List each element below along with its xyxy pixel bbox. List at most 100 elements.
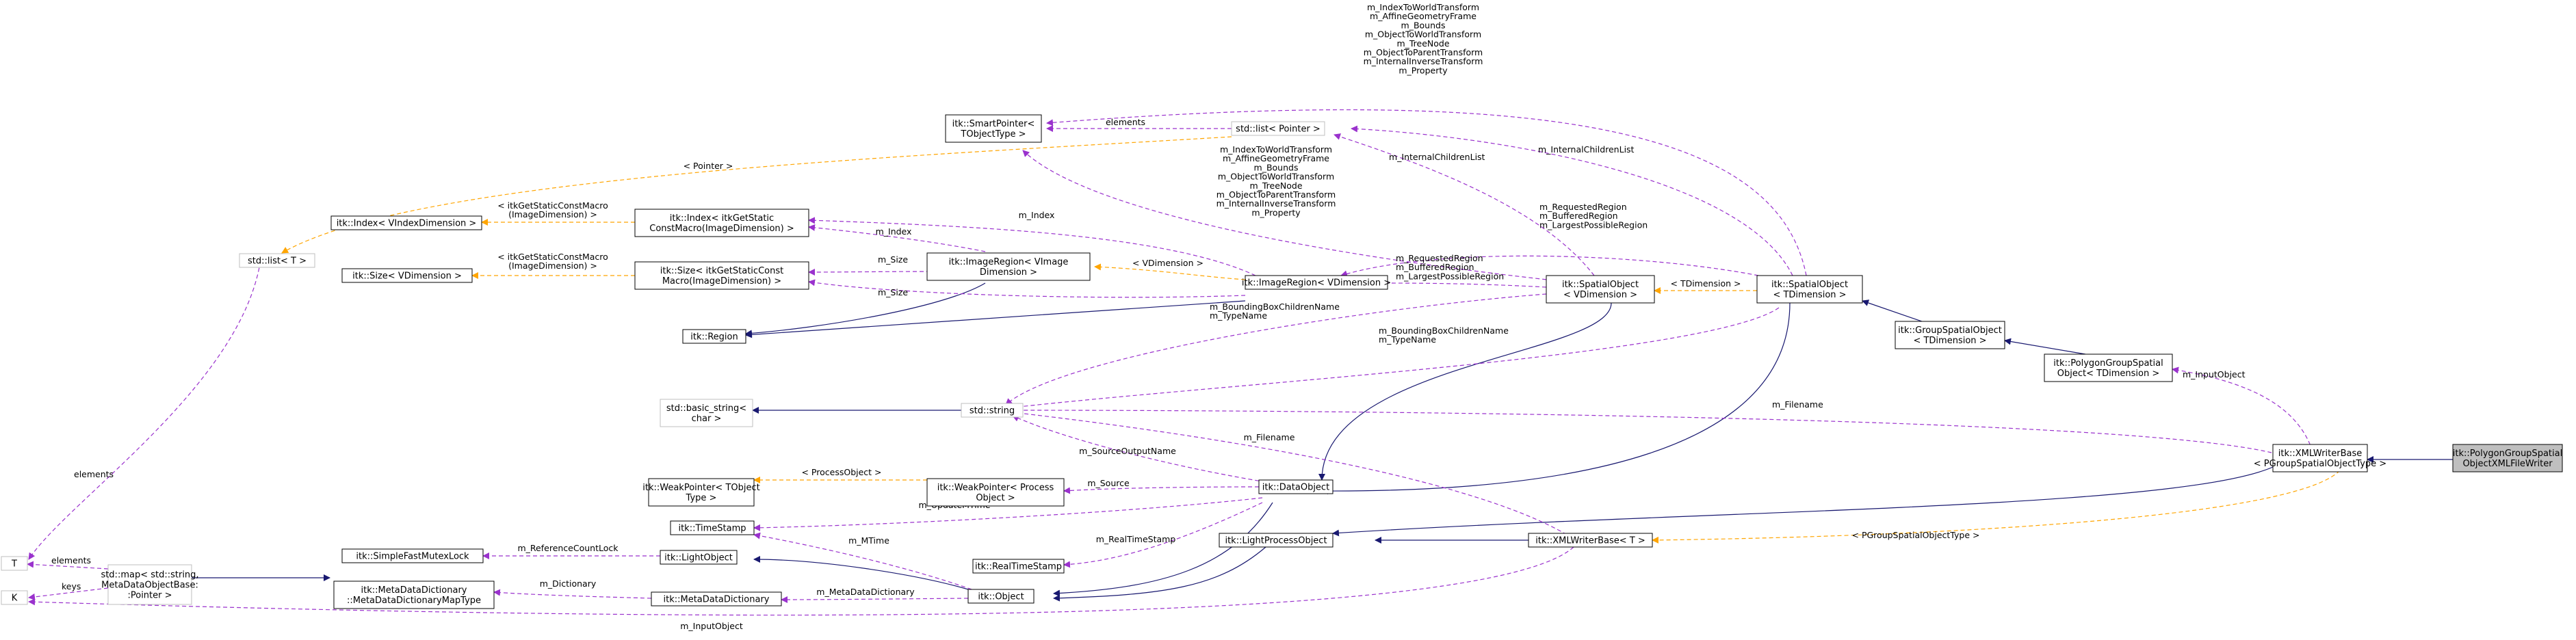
node-template-k[interactable]: K [1,590,28,605]
node-real-time-stamp[interactable]: itk::RealTimeStamp [972,559,1065,574]
edge-label-line: (ImageDimension) > [508,261,597,271]
edge-label-line: elements [51,555,91,565]
edge-label-line: m_RequestedRegion [1396,253,1483,263]
edge-label-line: keys [62,581,81,591]
node-box [967,589,1035,604]
label-vdimension: < VDimension > [1132,258,1204,268]
node-label: < TDimension > [1773,290,1846,300]
edge-label-line: m_BoundingBoxChildrenName [1379,325,1509,336]
node-std-list-pointer[interactable]: std::list< Pointer > [1231,121,1325,136]
label-size: m_Size [878,287,908,297]
node-smart-pointer[interactable]: itk::SmartPointer<TObjectType > [945,114,1042,143]
node-std-map[interactable]: std::map< std::string,MetaDataObjectBase… [101,564,199,605]
node-label: T [11,559,17,570]
edge-label-line: m_InternalChildrenList [1389,152,1485,162]
node-xml-writer-base-pgroup[interactable]: itk::XMLWriterBase< PGroupSpatialObjectT… [2254,444,2386,472]
label-elements-left: elements [74,469,114,479]
node-image-region-vdimension[interactable]: itk::ImageRegion< VDimension > [1242,275,1391,290]
node-label: TObjectType > [960,129,1026,139]
label-getstatic-index: < itkGetStaticConstMacro(ImageDimension)… [497,200,608,219]
label-realtimestamp: m_RealTimeStamp [1096,534,1176,544]
edge-use-transforms-so-t [1046,109,1807,276]
edge-use-source-output [1012,415,1266,483]
node-time-stamp[interactable]: itk::TimeStamp [670,520,755,535]
node-std-string[interactable]: std::string [961,403,1024,418]
edge-tpl-vdimension [1094,263,1246,280]
node-label: std::list< T > [248,256,307,267]
edge-use-mtime [753,532,972,590]
node-light-object[interactable]: itk::LightObject [660,550,738,565]
node-light-process-object[interactable]: itk::LightProcessObject [1219,533,1333,548]
edge-label-line: m_Size [878,287,908,297]
edge-label-line: elements [1106,117,1145,127]
edge-label-line: m_RequestedRegion [1539,202,1627,212]
node-simple-fast-mutex-lock[interactable]: itk::SimpleFastMutexLock [341,548,484,563]
edge-label-line: m_TreeNode [1249,181,1302,191]
node-polygon-group-spatial-object-xml-file-writer[interactable]: itk::PolygonGroupSpatialObjectXMLFileWri… [2452,444,2563,472]
edge-label-line: m_InternalInverseTransform [1364,56,1483,66]
node-weak-pointer-tobject[interactable]: itk::WeakPointer< TObjectType > [642,478,760,507]
node-object[interactable]: itk::Object [967,589,1035,604]
edge-label-line: m_InternalChildrenList [1538,144,1635,155]
edge-label-line: m_ObjectToWorldTransform [1218,172,1334,182]
edge-use-regions-so-v [1368,280,1547,288]
node-size-vdimension[interactable]: itk::Size< VDimension > [341,268,473,283]
node-box [333,581,495,609]
node-spatial-object-vdimension[interactable]: itk::SpatialObject< VDimension > [1546,275,1655,304]
edge-use-regions-so-t [1340,255,1759,278]
node-box [1231,121,1325,136]
edge-label-line: m_TypeName [1379,334,1436,345]
node-spatial-object-tdimension[interactable]: itk::SpatialObject< TDimension > [1756,275,1863,304]
edge-label-line: < PGroupSpatialObjectType > [1852,530,1980,540]
node-box [341,268,473,283]
edge-tpl-pointer [281,136,1232,254]
edge-label-line: m_Property [1398,65,1448,75]
node-region[interactable]: itk::Region [682,329,746,344]
edge-label-line: < TDimension > [1671,278,1741,289]
label-inputobject-right: m_InputObject [2183,369,2246,379]
node-label: itk::PolygonGroupSpatial [2453,449,2562,459]
node-label: itk::TimeStamp [678,524,746,534]
node-meta-data-dictionary-map-type[interactable]: itk::MetaDataDictionary::MetaDataDiction… [333,581,495,609]
edge-label-line: m_IndexToWorldTransform [1367,2,1479,12]
node-label: Object > [976,493,1015,503]
edge-label-line: m_BoundingBoxChildrenName [1210,302,1340,312]
node-box [1895,321,2005,349]
node-index-vindex[interactable]: itk::Index< VIndexDimension > [330,215,482,230]
node-std-list-t[interactable]: std::list< T > [239,253,315,268]
node-xml-writer-base-t[interactable]: itk::XMLWriterBase< T > [1528,533,1653,548]
edge-inherit-lpo-object [1053,546,1266,602]
node-label: itk::XMLWriterBase [2278,449,2363,459]
node-box [945,114,1042,143]
node-weak-pointer-process-object[interactable]: itk::WeakPointer< ProcessObject > [926,478,1065,507]
node-label: itk::RealTimeStamp [975,562,1062,572]
node-box [972,559,1065,574]
label-dictionary: m_Dictionary [540,578,597,589]
node-label: itk::SpatialObject [1771,280,1848,290]
node-template-t[interactable]: T [1,556,28,571]
edge-use-source [1063,486,1260,494]
node-size-getstatic[interactable]: itk::Size< itkGetStaticConstMacro(ImageD… [634,261,809,290]
node-box [107,564,192,605]
node-box [1756,275,1863,304]
node-label: itk::Index< VIndexDimension > [337,219,477,229]
edge-use-bbox-so-v [1005,293,1547,405]
edge-label-line: < Pointer > [684,161,733,171]
node-group-spatial-object[interactable]: itk::GroupSpatialObject< TDimension > [1895,321,2005,349]
edge-label-line: elements [74,469,114,479]
edge-label-line: m_MTime [848,535,889,546]
edge-label-line: m_Filename [1772,399,1823,410]
node-data-object[interactable]: itk::DataObject [1258,479,1333,494]
node-label: std::string [970,406,1015,416]
node-meta-data-dictionary[interactable]: itk::MetaDataDictionary [651,591,782,606]
node-index-getstatic[interactable]: itk::Index< itkGetStaticConstMacro(Image… [634,209,809,237]
node-label: itk::WeakPointer< Process [937,483,1054,493]
node-label: itk::PolygonGroupSpatial [2053,358,2163,369]
edge-label-line: m_BufferedRegion [1396,262,1474,272]
node-box [634,261,809,290]
node-label: < TDimension > [1913,336,1986,346]
node-label: itk::LightProcessObject [1225,536,1327,546]
node-std-basic-string[interactable]: std::basic_string<char > [660,399,753,427]
